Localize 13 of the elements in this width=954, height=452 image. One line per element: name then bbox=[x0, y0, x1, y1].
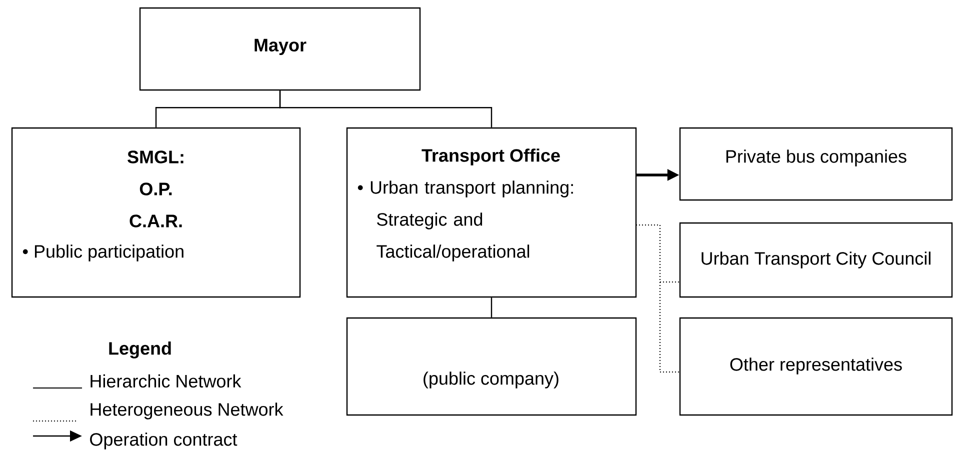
connector bbox=[490, 298, 492, 318]
legend-label: Heterogeneous Network bbox=[90, 402, 284, 420]
org-box: SMGL: O.P. C.A.R. • Public participation bbox=[11, 127, 301, 298]
org-box: (public company) bbox=[346, 317, 637, 416]
org-box: Mayor bbox=[139, 7, 421, 91]
connector bbox=[279, 90, 492, 128]
org-box: Private bus companies bbox=[679, 127, 953, 201]
org-box: Transport Office • Urban transport planning: Strategic and Tactical/operational bbox=[346, 127, 637, 298]
legend-title: Legend bbox=[109, 342, 171, 358]
org-box: Urban Transport City Council bbox=[679, 222, 953, 298]
legend-label: Hierarchic Network bbox=[90, 374, 242, 388]
legend-label: Operation contract bbox=[90, 432, 238, 450]
org-box: Other representatives bbox=[679, 317, 953, 416]
